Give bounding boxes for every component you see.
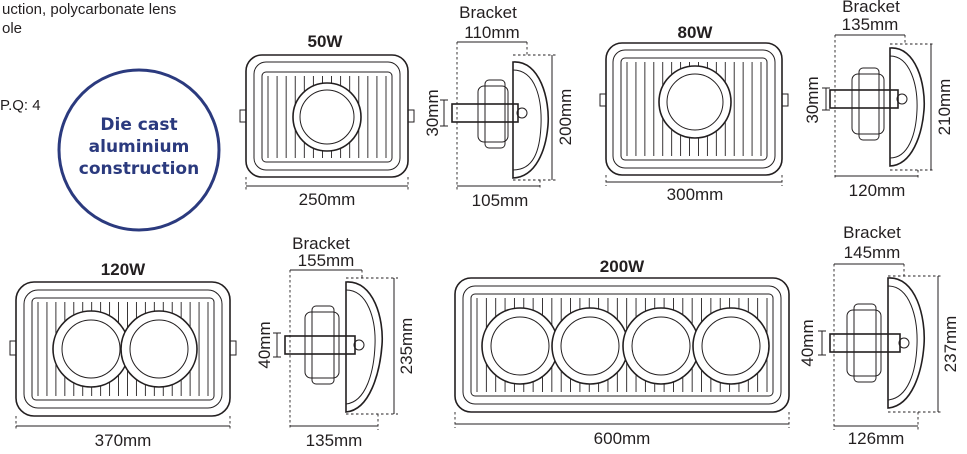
height-200w: 237mm xyxy=(941,316,960,373)
depth-50w: 105mm xyxy=(472,191,529,210)
height-50w: 200mm xyxy=(556,89,575,146)
depth-80w: 120mm xyxy=(849,181,906,200)
led-lens-icon xyxy=(292,82,362,152)
bracket-200w: 145mm xyxy=(844,243,901,262)
badge-line2: aluminium xyxy=(89,137,190,157)
bracket-label-200w: Bracket xyxy=(843,223,901,242)
led-lens-icon xyxy=(481,307,559,385)
width-80w: 300mm xyxy=(667,185,724,204)
led-lens-icon xyxy=(622,307,700,385)
depth-200w: 126mm xyxy=(848,429,905,448)
led-lens-icon xyxy=(692,307,770,385)
width-120w: 370mm xyxy=(95,431,152,450)
bracket-label-120w: Bracket xyxy=(292,234,350,253)
header-text-line2: ole xyxy=(2,20,22,37)
front-view-80w: 80W 300mm xyxy=(599,23,789,204)
bracket-label-80w: Bracket xyxy=(842,0,900,16)
title-50w: 50W xyxy=(308,32,344,51)
header-text-line1: uction, polycarbonate lens xyxy=(2,1,176,18)
led-lens-icon xyxy=(120,310,198,388)
side-view-50w: Bracket 110mm 30mm 200mm 105mm xyxy=(423,3,575,210)
width-200w: 600mm xyxy=(594,429,651,448)
side-view-200w: Bracket 145mm 40mm 237mm 126mm xyxy=(798,223,960,448)
depth-120w: 135mm xyxy=(306,431,363,450)
bracket-small-80w: 30mm xyxy=(803,76,822,123)
bracket-label-50w: Bracket xyxy=(459,3,517,22)
bracket-80w: 135mm xyxy=(842,15,899,34)
led-lens-icon xyxy=(551,307,629,385)
title-120w: 120W xyxy=(101,260,146,279)
front-view-200w: 200W 600mm xyxy=(454,257,790,448)
die-cast-badge: Die cast aluminium construction xyxy=(57,68,221,232)
title-80w: 80W xyxy=(678,23,714,42)
bracket-120w: 155mm xyxy=(298,251,355,270)
led-lens-icon xyxy=(658,65,732,139)
header-text-line3: P.Q: 4 xyxy=(0,97,41,114)
side-view-80w: Bracket 135mm 30mm 210mm 120mm xyxy=(803,0,954,200)
badge-line1: Die cast xyxy=(100,115,177,135)
title-200w: 200W xyxy=(600,257,645,276)
height-80w: 210mm xyxy=(935,79,954,136)
front-view-50w: 50W 250mm xyxy=(239,32,415,209)
bracket-small-120w: 40mm xyxy=(255,321,274,368)
height-120w: 235mm xyxy=(397,318,416,375)
front-view-120w: 120W 370mm xyxy=(9,260,237,450)
bracket-50w: 110mm xyxy=(464,23,519,42)
badge-line3: construction xyxy=(79,159,199,179)
bracket-small-200w: 40mm xyxy=(798,319,817,366)
led-lens-icon xyxy=(52,310,130,388)
width-50w: 250mm xyxy=(299,190,356,209)
side-view-120w: Bracket 155mm 40mm 235mm 135mm xyxy=(255,234,416,450)
bracket-small-50w: 30mm xyxy=(423,89,442,136)
